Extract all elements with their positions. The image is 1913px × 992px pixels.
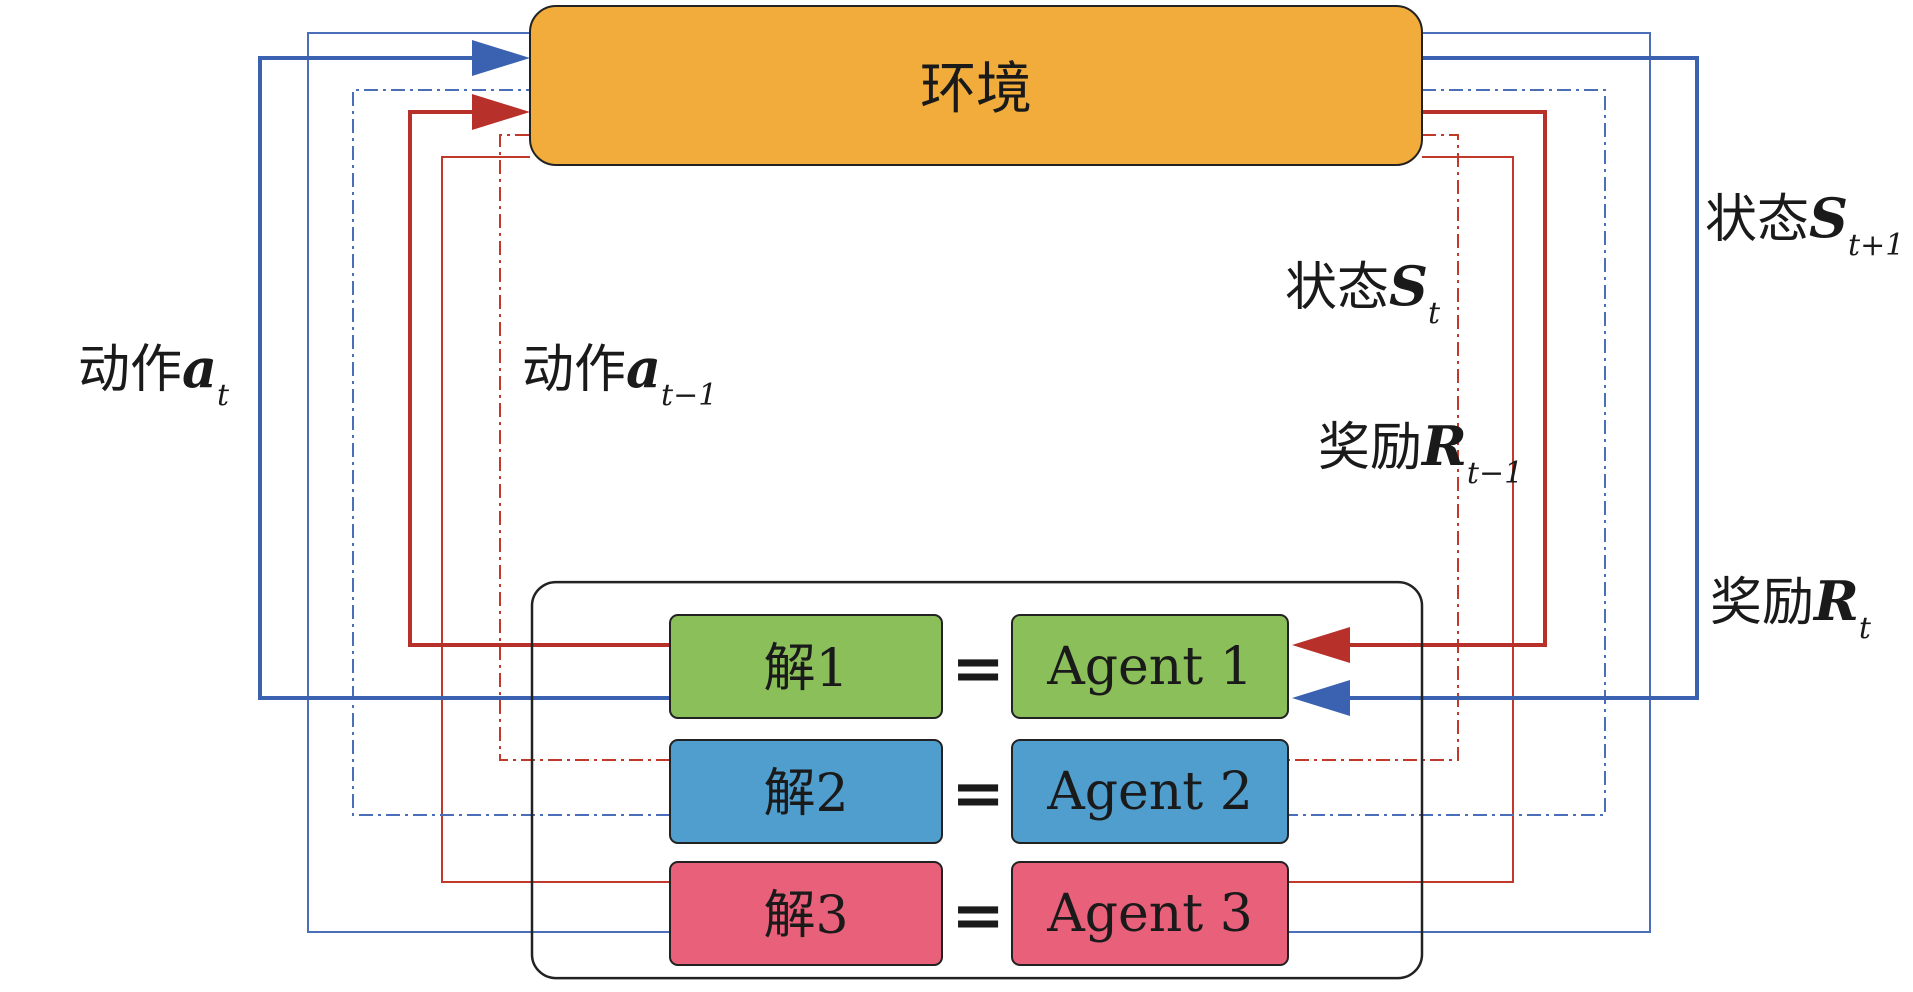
state-reward-t-line <box>1342 56 1699 700</box>
label-reward-t-minus-1: 奖励Rt−1 <box>1318 414 1523 491</box>
label-state-t-plus-1: 状态St+1 <box>1705 186 1904 263</box>
agent3-red-reward-loop <box>1288 156 1514 883</box>
equals-sign-1: = <box>951 631 1005 706</box>
agent-container <box>530 580 1424 980</box>
agent-2-box: Agent 2 <box>1011 739 1289 844</box>
solution-3-label: 解3 <box>763 886 848 946</box>
action-at-minus-1-arrowhead <box>472 94 530 130</box>
equals-sign-2: = <box>951 756 1005 831</box>
agent2-action-loop <box>352 89 670 816</box>
label-reward-t: 奖励Rt <box>1710 569 1872 646</box>
agent-1-label: Agent 1 <box>1046 637 1253 697</box>
environment-box: 环境 <box>529 5 1423 166</box>
state-reward-t-arrowhead <box>1292 680 1350 716</box>
environment-label: 环境 <box>920 57 1032 122</box>
equals-sign-3: = <box>951 878 1005 953</box>
solution-3-box: 解3 <box>669 861 943 966</box>
agent-2-label: Agent 2 <box>1046 762 1253 822</box>
action-at-arrowhead <box>472 40 530 76</box>
agent-3-label: Agent 3 <box>1046 884 1253 944</box>
state-reward-t-minus-1-line <box>1342 110 1547 647</box>
solution-2-label: 解2 <box>763 764 848 824</box>
action-at-line <box>258 56 670 700</box>
agent3-red-action-loop <box>441 156 670 883</box>
action-at-minus-1-line <box>408 110 670 647</box>
agent3-action-loop <box>307 32 670 933</box>
label-state-t: 状态St <box>1285 254 1441 331</box>
agent-3-box: Agent 3 <box>1011 861 1289 966</box>
agent2-red-action-loop <box>499 134 670 761</box>
state-reward-t-minus-1-arrowhead <box>1292 627 1350 663</box>
agent-1-box: Agent 1 <box>1011 614 1289 719</box>
solution-1-box: 解1 <box>669 614 943 719</box>
agent2-state-loop <box>1288 89 1606 816</box>
label-action-t: 动作at <box>78 336 230 413</box>
solution-2-box: 解2 <box>669 739 943 844</box>
agent3-state-loop <box>1288 32 1651 933</box>
solution-1-label: 解1 <box>763 639 848 699</box>
label-action-t-minus-1: 动作at−1 <box>522 336 717 413</box>
